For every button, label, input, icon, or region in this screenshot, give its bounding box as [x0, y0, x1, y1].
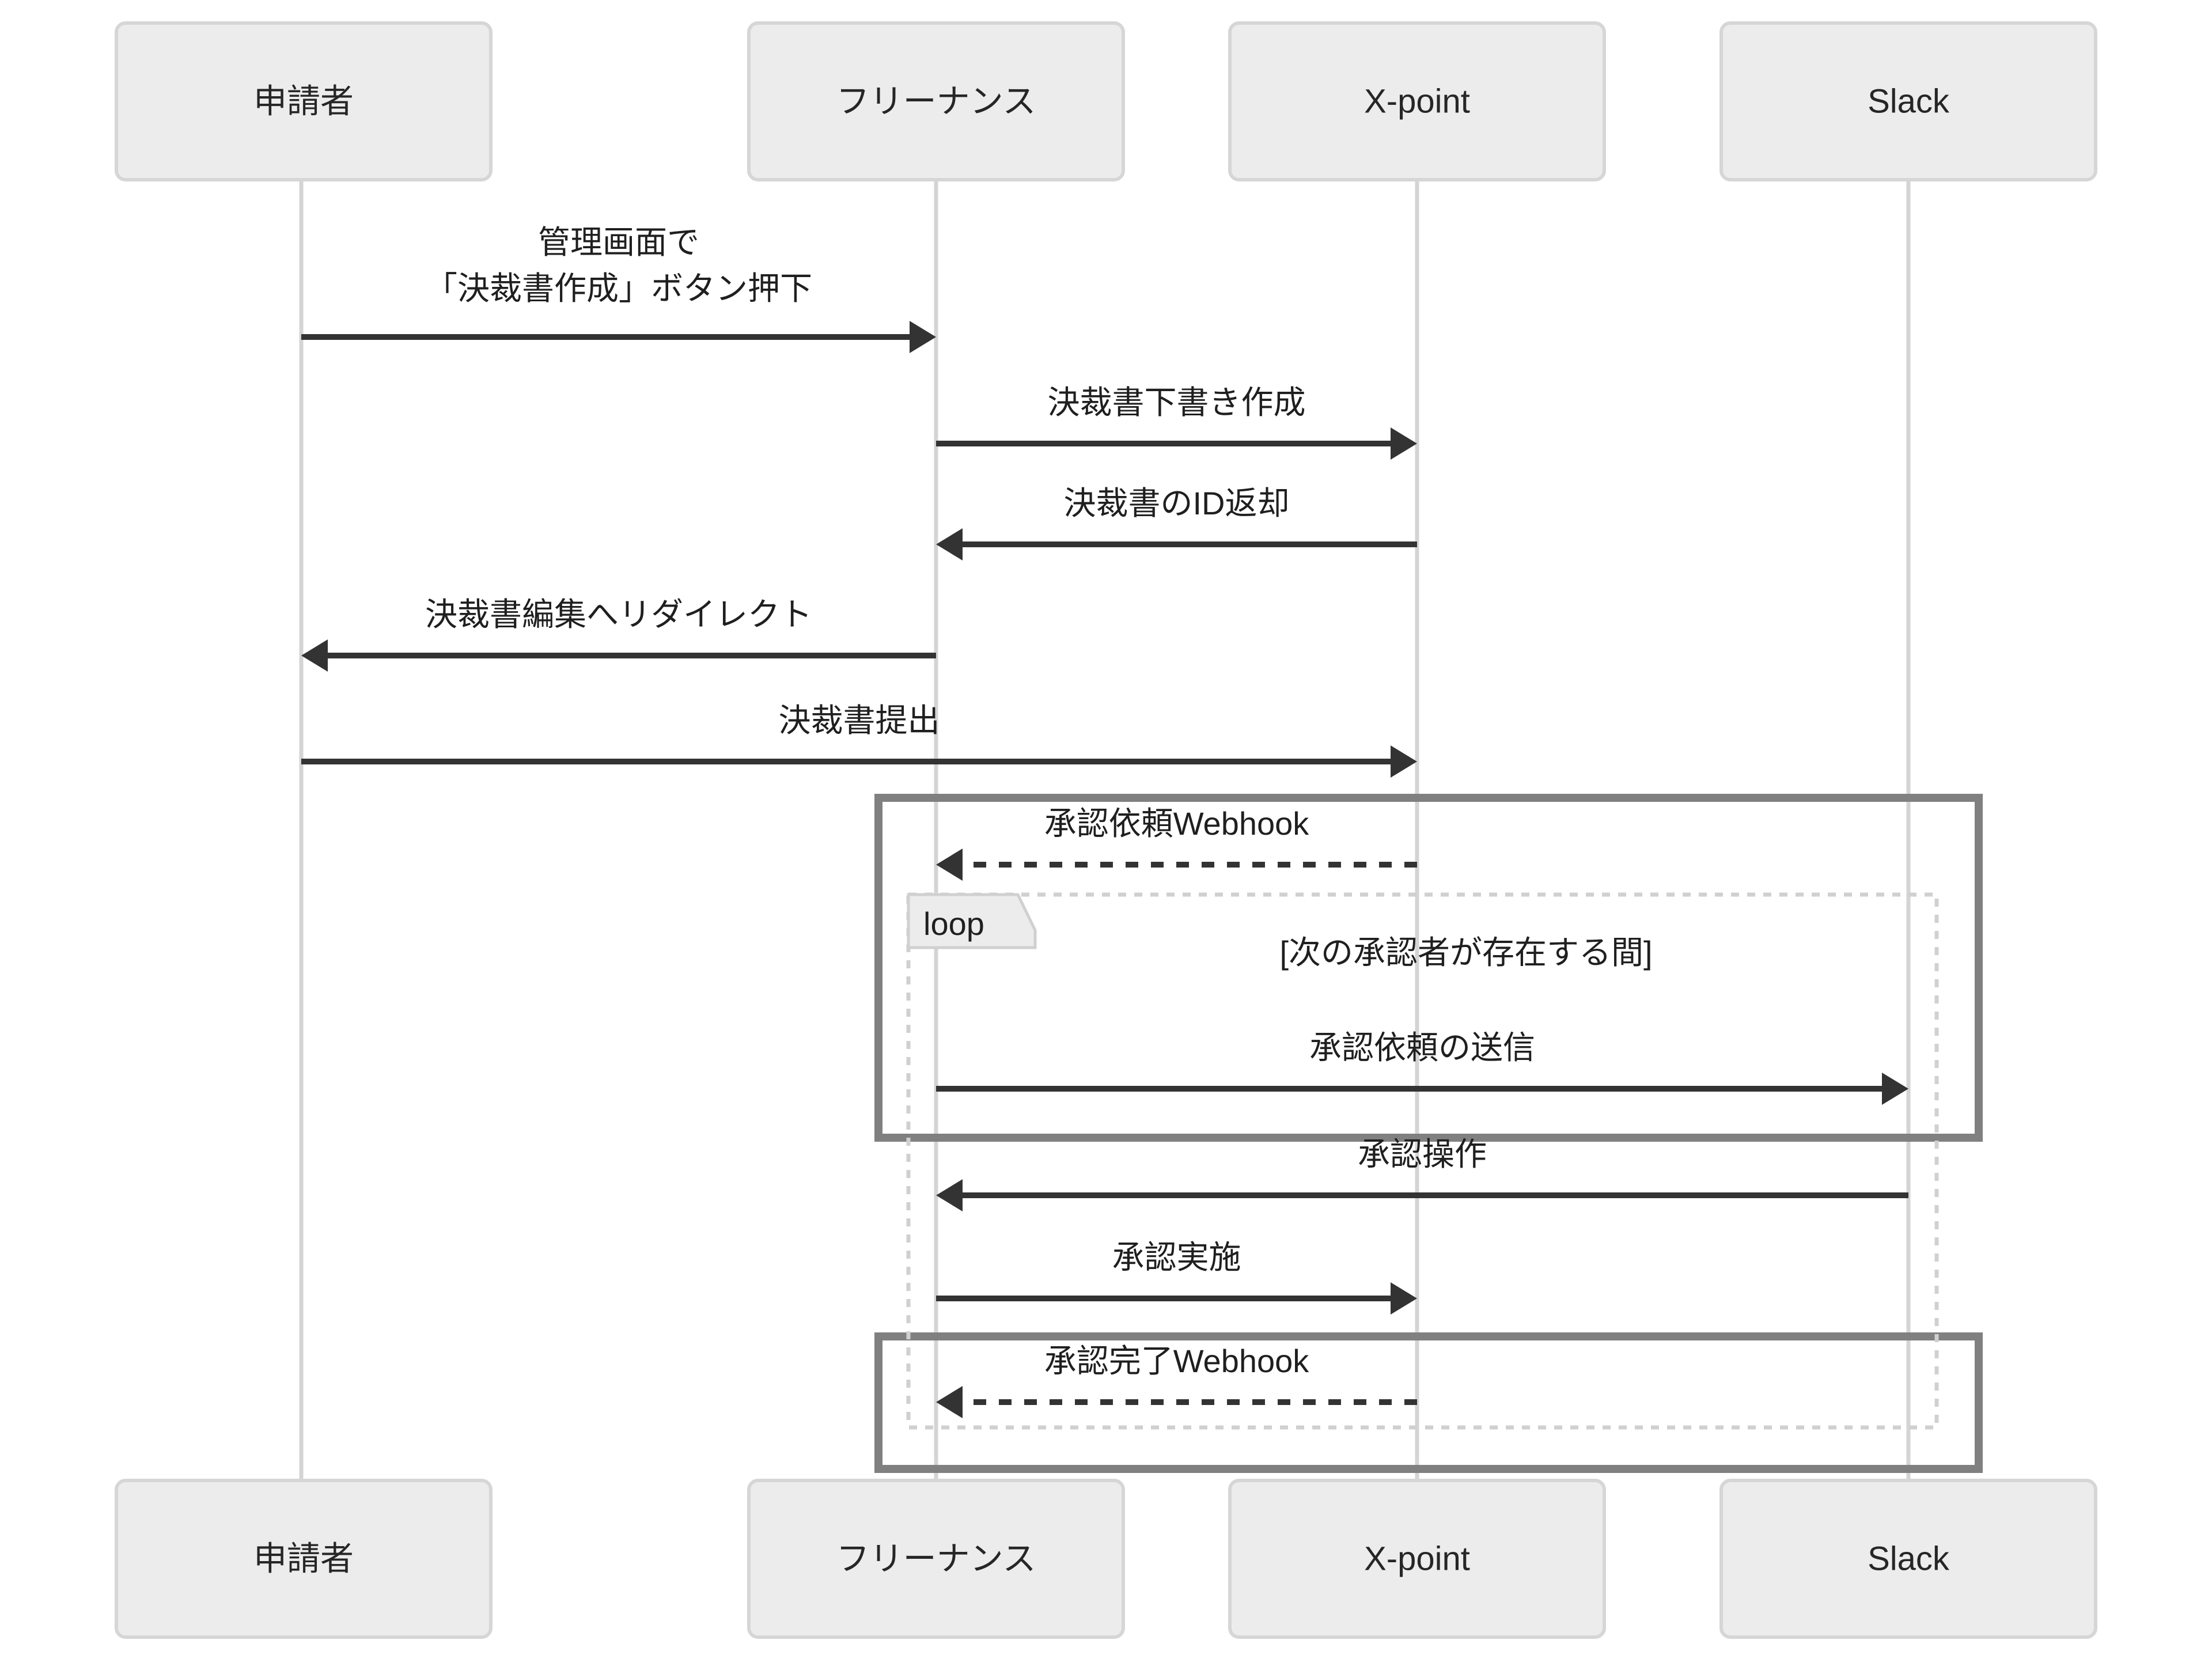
actor-applicant-bottom[interactable]: 申請者 [115, 1479, 493, 1639]
actor-box-rect [115, 21, 493, 181]
message-m6: 承認依頼Webhook [936, 805, 1417, 881]
actor-boxes-top: 申請者 フリーナンス X-point Slack [115, 21, 2097, 181]
actor-label-freenance: フリーナンス [836, 82, 1036, 120]
actor-label-freenance: フリーナンス [836, 1540, 1036, 1577]
loop-boundary [906, 892, 1939, 1430]
actor-label-slack: Slack [1868, 1540, 1950, 1577]
message-m2: 決裁書下書き作成 [936, 384, 1417, 460]
actor-box-rect [1719, 21, 2097, 181]
messages-group: 管理画面で「決裁書作成」ボタン押下決裁書下書き作成決裁書のID返却決裁書編集へリ… [301, 224, 1908, 1418]
message-m7: 承認依頼の送信 [936, 1029, 1908, 1105]
actor-box-rect [115, 1479, 493, 1639]
arrowhead-m3 [936, 528, 963, 560]
actor-slack-bottom[interactable]: Slack [1719, 1479, 2097, 1639]
fragment-webhook-frame-2 [874, 1332, 1983, 1473]
actor-box-rect [747, 1479, 1125, 1639]
message-m8: 承認操作 [936, 1136, 1908, 1211]
arrowhead-m8 [936, 1179, 963, 1211]
actor-box-rect [1719, 1479, 2097, 1639]
actor-xpoint-bottom[interactable]: X-point [1228, 1479, 1606, 1639]
actor-label-applicant: 申請者 [253, 82, 354, 120]
actor-freenance-top[interactable]: フリーナンス [747, 21, 1125, 181]
loop-condition-label: [次の承認者が存在する間] [1279, 934, 1652, 971]
loop-tag-shape [907, 893, 1037, 949]
message-m4: 決裁書編集へリダイレクト [301, 596, 936, 672]
actor-freenance-bottom[interactable]: フリーナンス [747, 1479, 1125, 1639]
arrowhead-m1 [910, 321, 936, 353]
message-m10: 承認完了Webhook [936, 1343, 1417, 1418]
fragment-webhook-frame-1 [874, 794, 1983, 1142]
lifelines-group [299, 180, 1911, 1480]
message-m1: 管理画面で「決裁書作成」ボタン押下 [301, 224, 936, 353]
arrowhead-m9 [1391, 1282, 1417, 1315]
message-label-m1-line1: 管理画面で [538, 224, 699, 260]
message-label-m2: 決裁書下書き作成 [1048, 384, 1306, 421]
arrowhead-m10 [936, 1386, 963, 1418]
arrowhead-m6 [936, 849, 963, 881]
actor-box-rect [1228, 21, 1606, 181]
message-m9: 承認実施 [936, 1239, 1417, 1315]
message-label-m7: 承認依頼の送信 [1309, 1029, 1535, 1066]
message-label-m5: 決裁書提出 [779, 702, 940, 738]
fragments-group [874, 794, 1983, 1473]
message-label-m3: 決裁書のID返却 [1064, 485, 1290, 521]
arrowhead-m4 [301, 639, 328, 672]
message-label-m9: 承認実施 [1112, 1239, 1241, 1275]
message-label-m8: 承認操作 [1358, 1136, 1487, 1172]
actor-label-xpoint: X-point [1364, 1540, 1470, 1577]
message-label-m10: 承認完了Webhook [1044, 1343, 1310, 1379]
arrowhead-m5 [1391, 745, 1417, 778]
actor-xpoint-top[interactable]: X-point [1228, 21, 1606, 181]
actor-box-rect [747, 21, 1125, 181]
message-m3: 決裁書のID返却 [936, 485, 1417, 560]
actor-label-xpoint: X-point [1364, 82, 1470, 120]
actor-applicant-top[interactable]: 申請者 [115, 21, 493, 181]
actor-box-rect [1228, 1479, 1606, 1639]
loop-tag-label: loop [923, 906, 984, 942]
actor-slack-top[interactable]: Slack [1719, 21, 2097, 181]
loop-fragment: loop [次の承認者が存在する間] [906, 892, 1939, 1430]
message-label-m1-line2: 「決裁書作成」ボタン押下 [425, 270, 812, 306]
actor-label-applicant: 申請者 [253, 1540, 354, 1577]
actor-label-slack: Slack [1868, 82, 1950, 120]
message-label-m6: 承認依頼Webhook [1044, 805, 1310, 842]
arrowhead-m7 [1882, 1073, 1908, 1105]
arrowhead-m2 [1391, 427, 1417, 460]
actor-boxes-bottom: 申請者 フリーナンス X-point Slack [115, 1479, 2097, 1639]
message-m5: 決裁書提出 [301, 702, 1417, 778]
message-label-m4: 決裁書編集へリダイレクト [425, 596, 812, 633]
